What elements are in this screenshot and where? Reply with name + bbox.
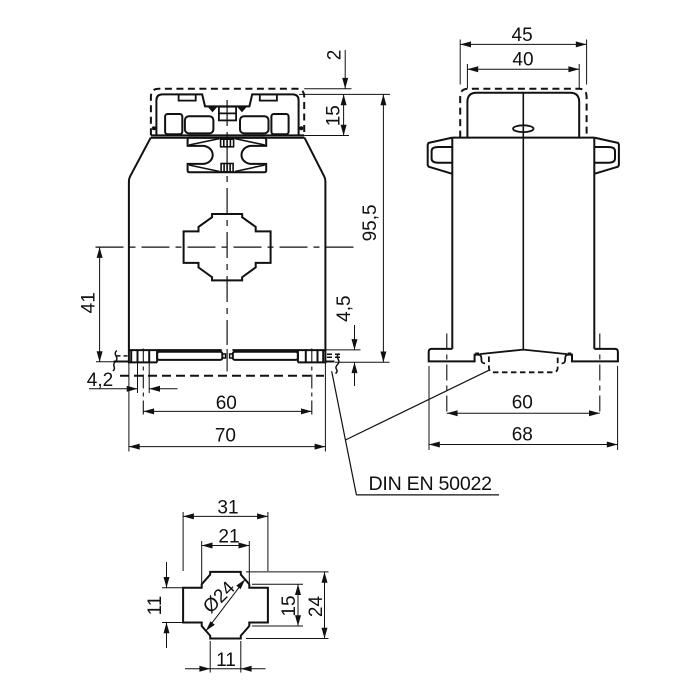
svg-text:60: 60: [512, 393, 533, 414]
svg-text:60: 60: [216, 393, 237, 414]
svg-text:15: 15: [323, 105, 344, 126]
svg-text:68: 68: [512, 424, 533, 445]
svg-text:95,5: 95,5: [360, 204, 381, 241]
svg-text:41: 41: [78, 292, 99, 313]
svg-text:70: 70: [215, 426, 236, 447]
svg-text:31: 31: [217, 498, 238, 519]
svg-text:11: 11: [145, 596, 166, 616]
svg-text:4,2: 4,2: [87, 370, 113, 391]
svg-text:4,5: 4,5: [334, 295, 355, 321]
svg-text:15: 15: [279, 595, 300, 616]
svg-text:2: 2: [325, 50, 346, 61]
svg-text:40: 40: [512, 49, 533, 70]
svg-text:21: 21: [218, 526, 239, 547]
svg-text:11: 11: [216, 650, 236, 671]
svg-text:45: 45: [512, 25, 533, 46]
svg-text:DIN EN 50022: DIN EN 50022: [369, 473, 493, 495]
svg-text:24: 24: [306, 596, 327, 618]
